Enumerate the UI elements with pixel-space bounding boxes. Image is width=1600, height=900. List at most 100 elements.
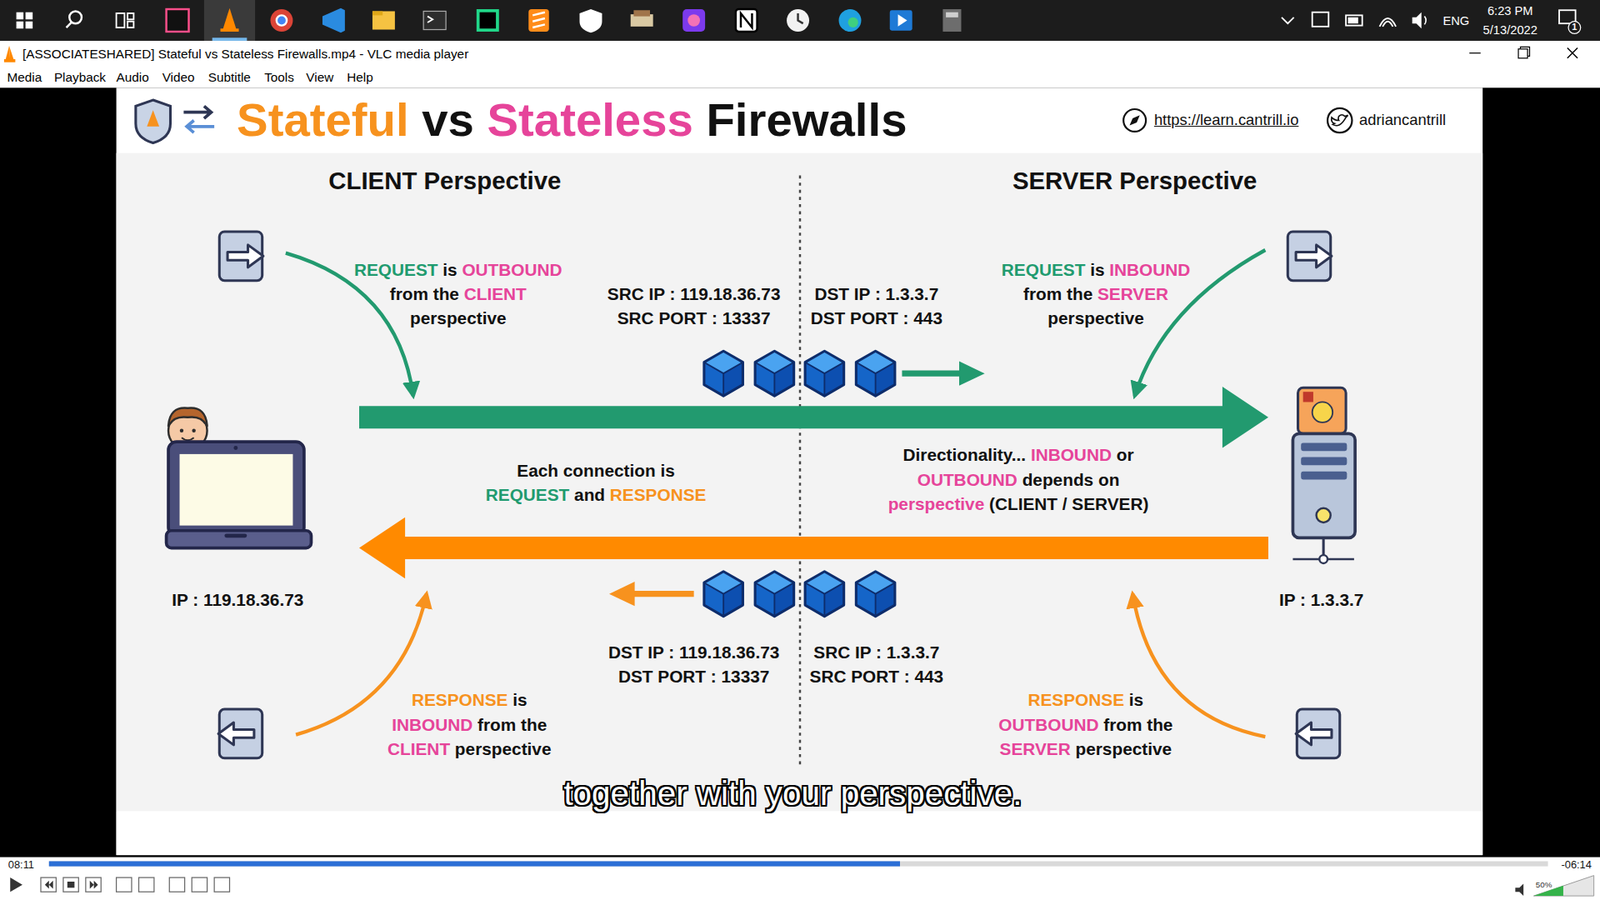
taskbar: [1281, 17, 1295, 24]
client-laptop-figure: [191, 429, 195, 433]
menu-item: Playback: [54, 69, 106, 86]
taskbar: [1380, 18, 1397, 27]
player-controls: [49, 860, 1549, 866]
server-figure: [1292, 387, 1355, 564]
taskbar-text: ENG: [1442, 13, 1470, 29]
taskbar: [898, 14, 908, 27]
taskbar: [682, 9, 705, 32]
client-laptop-figure: [166, 530, 312, 549]
taskbar: [116, 13, 125, 28]
packet-cubes: [855, 571, 895, 617]
taskbar: [848, 17, 859, 28]
taskbar: [1412, 12, 1422, 30]
slide: [183, 105, 211, 119]
callout-text: REQUEST is OUTBOUND from the CLIENT pers…: [345, 257, 570, 331]
packet-header: DST IP : 119.18.36.73 DST PORT : 13337: [596, 640, 791, 690]
server-figure: [1300, 457, 1347, 466]
player-controls: [1533, 875, 1594, 896]
taskbar: [270, 9, 293, 32]
taskbar: [204, 0, 255, 41]
ip-address: IP : 119.18.36.73: [171, 587, 304, 612]
time-display: -06:14: [1560, 858, 1591, 872]
packet-cubes: [632, 590, 694, 597]
player-controls: [85, 877, 101, 892]
callout-text: RESPONSE is OUTBOUND from the SERVER per…: [987, 687, 1184, 761]
ip-address: IP : 1.3.3.7: [1279, 587, 1364, 612]
player-window: [9, 45, 15, 61]
taskbar: [220, 28, 239, 32]
taskbar: [1345, 15, 1363, 25]
slide: [116, 87, 1484, 855]
slide: [1130, 115, 1140, 125]
callout-text: Directionality... INBOUND or OUTBOUND de…: [880, 442, 1157, 516]
taskbar: [372, 10, 395, 30]
server-figure: [1298, 387, 1347, 434]
taskbar: [942, 9, 961, 32]
server-figure: [1300, 442, 1347, 451]
slide: [186, 120, 215, 133]
player-controls: [191, 877, 207, 892]
taskbar: [528, 9, 549, 32]
taskbar-clock: 6:23 PM: [1487, 3, 1534, 19]
handle-text: adriancantrill: [1359, 110, 1446, 130]
slide: [116, 87, 1484, 855]
server-figure: [1292, 433, 1355, 538]
taskbar: [372, 10, 383, 15]
player-controls: [67, 881, 75, 888]
taskbar: [1568, 21, 1581, 35]
slide: [1327, 108, 1352, 133]
packet-cubes: [959, 360, 985, 385]
player-window: [1518, 49, 1528, 59]
taskbar: [16, 12, 25, 20]
taskbar: [580, 9, 603, 33]
taskbar: [786, 9, 810, 32]
taskbar: [890, 10, 913, 30]
server-figure: [1312, 401, 1333, 422]
menu-item: View: [305, 69, 334, 86]
player-window: [0, 40, 1600, 900]
player-controls: [90, 880, 99, 890]
taskbar: [166, 9, 190, 32]
taskbar: [945, 12, 959, 18]
slide: [116, 810, 1484, 855]
pointer-arrow: [295, 594, 427, 735]
server-figure: [1319, 555, 1328, 564]
server-figure: [1300, 471, 1347, 480]
taskbar: [322, 8, 345, 33]
taskbar: [25, 21, 34, 30]
callout-text: RESPONSE is INBOUND from the CLIENT pers…: [377, 687, 561, 761]
perspective-heading: SERVER Perspective: [981, 166, 1288, 195]
player-controls: [1515, 883, 1524, 896]
menu-item: Video: [162, 69, 195, 86]
player-controls: [169, 877, 185, 892]
packet-cubes: [805, 571, 845, 617]
packet-header: SRC IP : 1.3.3.7 SRC PORT : 443: [800, 640, 954, 690]
taskbar: [633, 10, 650, 16]
slide: [146, 110, 160, 127]
callout-text: Each connection is REQUEST and RESPONSE: [480, 458, 713, 508]
traffic-arrow: [359, 386, 1269, 448]
taskbar: [1348, 17, 1359, 24]
taskbar: [222, 8, 237, 31]
taskbar: [16, 21, 25, 30]
menu-item: Audio: [116, 69, 150, 86]
player-window: [0, 40, 1600, 900]
taskbar: [480, 12, 497, 30]
volume-level: 50%: [1535, 880, 1553, 890]
taskbar: [1424, 16, 1426, 25]
player-controls: [49, 860, 900, 866]
link-text: https://learn.cantrill.io: [1154, 110, 1299, 130]
packet-header: SRC IP : 119.18.36.73 SRC PORT : 13337: [596, 281, 791, 331]
player-controls: [10, 860, 1594, 896]
taskbar: [25, 12, 34, 20]
taskbar: [476, 9, 500, 32]
player-controls: [139, 877, 155, 892]
door-icon: [218, 231, 1340, 759]
taskbar: [740, 13, 752, 28]
time-display: 08:11: [8, 858, 35, 872]
taskbar: [276, 15, 287, 25]
packet-cubes: [805, 350, 845, 396]
taskbar: [423, 10, 446, 30]
slide: [116, 153, 1484, 812]
